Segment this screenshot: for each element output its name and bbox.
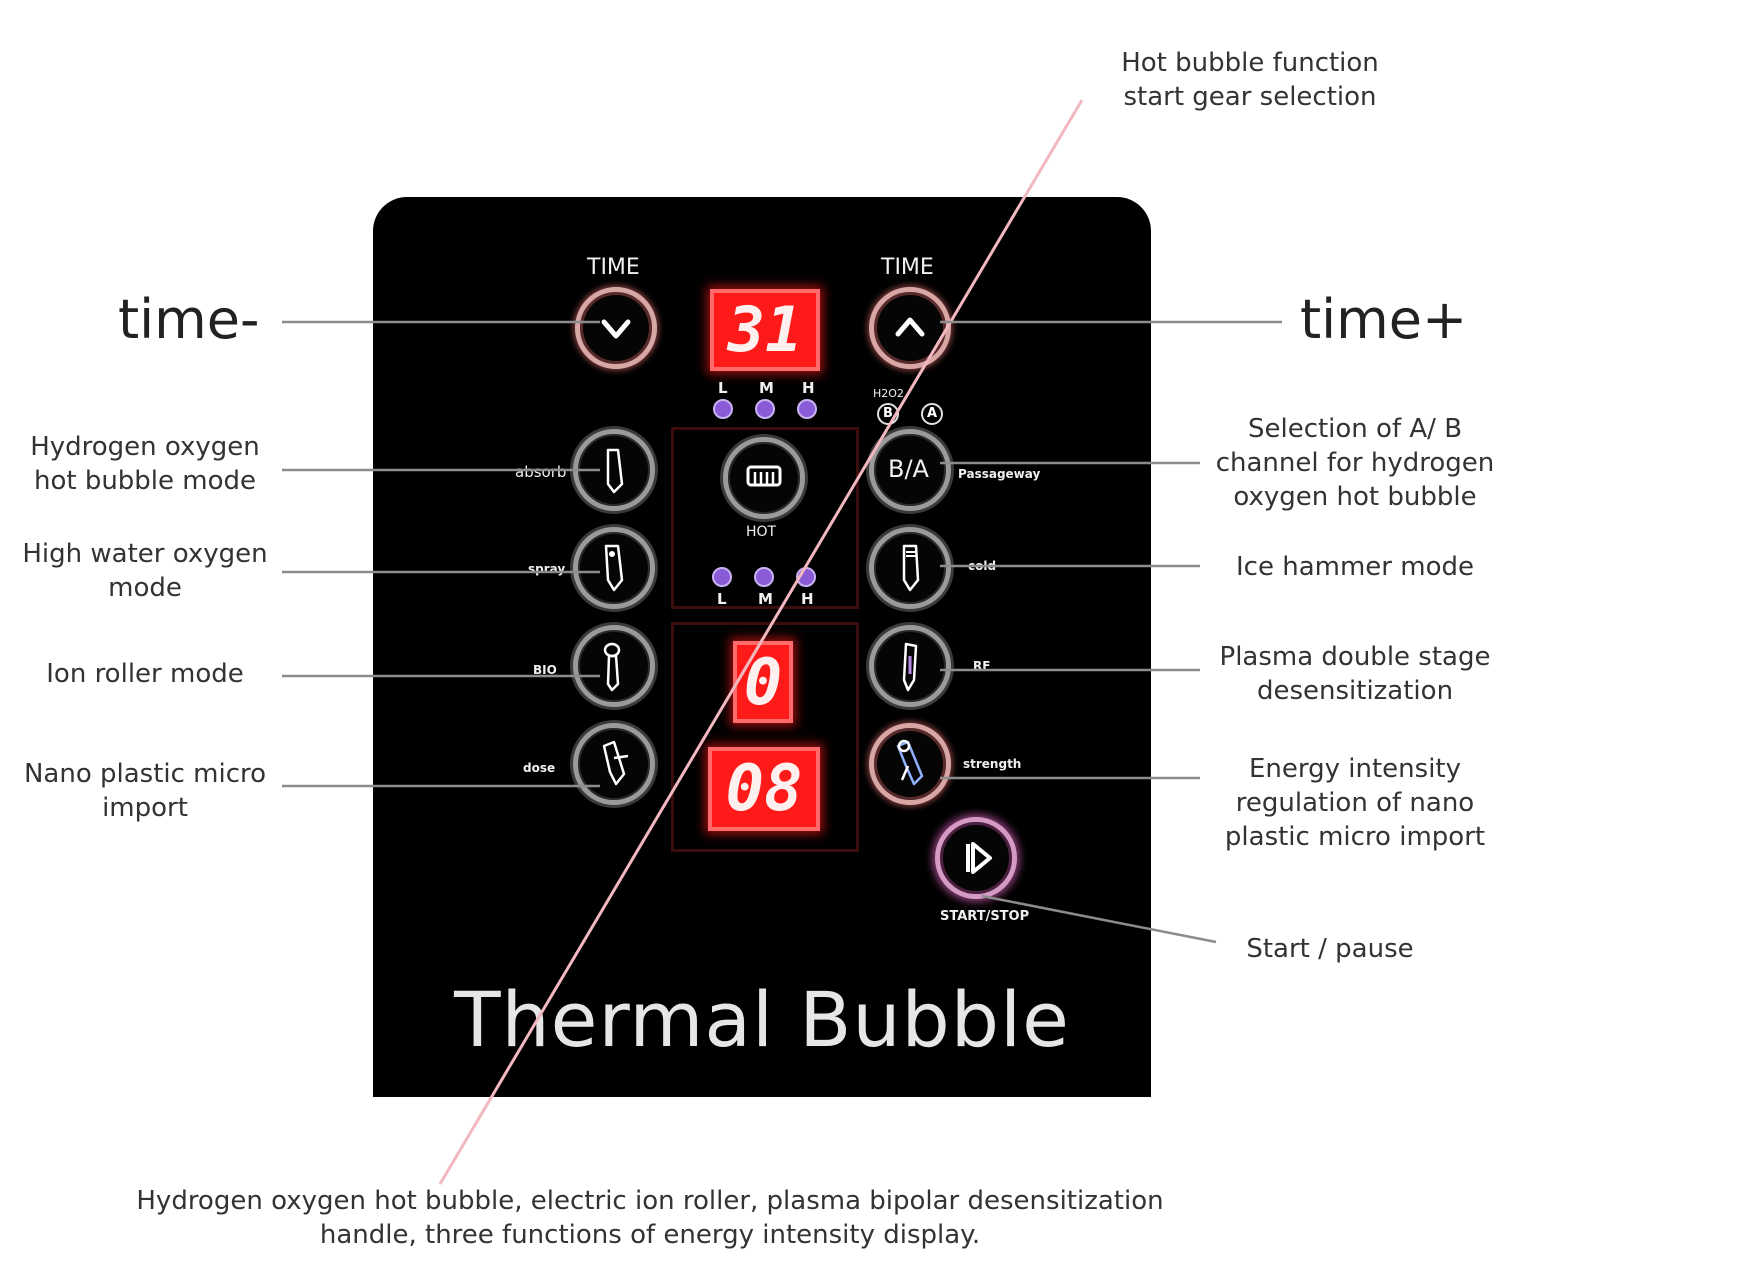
annotation-nano-plastic: Nano plastic micro import xyxy=(20,757,270,825)
annotation-plasma: Plasma double stage desensitization xyxy=(1200,640,1510,708)
lmh-mid-l: L xyxy=(717,590,727,608)
annotation-high-water-oxygen: High water oxygen mode xyxy=(20,537,270,605)
led-mid-l xyxy=(712,567,732,587)
bio-label: BIO xyxy=(533,663,557,677)
annotation-line: Ion roller mode xyxy=(46,659,244,689)
start-stop-button[interactable] xyxy=(935,817,1017,899)
passageway-label: Passageway xyxy=(958,467,1041,481)
time-display: 31 xyxy=(710,289,820,371)
annotation-energy-intensity: Energy intensity regulation of nano plas… xyxy=(1200,752,1510,854)
annotation-line: hot bubble mode xyxy=(33,466,257,496)
device-panel: TIME TIME 31 L M H H2O2 B A xyxy=(373,197,1151,1097)
lmh-mid-h: H xyxy=(801,590,814,608)
annotation-line: Hot bubble function xyxy=(1121,48,1379,78)
spray-button[interactable] xyxy=(573,527,655,609)
annotation-line: Ice hammer mode xyxy=(1236,552,1474,582)
ice-hammer-icon xyxy=(902,544,920,592)
start-stop-label: START/STOP xyxy=(940,909,1030,924)
annotation-line: Plasma double stage xyxy=(1219,642,1491,672)
hot-button[interactable] xyxy=(723,437,805,519)
intensity-frame xyxy=(671,622,859,852)
channel-b-indicator: B xyxy=(877,403,899,425)
handpiece-icon xyxy=(606,448,624,494)
annotation-line: Nano plastic micro xyxy=(23,759,267,789)
time-label-right: TIME xyxy=(881,255,934,280)
annotation-ab-channel: Selection of A/ B channel for hydrogen o… xyxy=(1200,412,1510,514)
ba-label: B/A xyxy=(888,455,929,483)
time-minus-button[interactable] xyxy=(575,287,657,369)
chevron-up-icon xyxy=(895,317,925,337)
annotation-line: regulation of nano xyxy=(1235,788,1475,818)
annotation-line: oxygen hot bubble xyxy=(1233,482,1477,512)
nano-pen-icon xyxy=(602,740,629,786)
led-mid-m xyxy=(754,567,774,587)
intensity-display-large-value: 08 xyxy=(725,752,803,826)
lmh-top-h: H xyxy=(802,379,815,397)
strength-button[interactable] xyxy=(869,723,951,805)
pink-diagonal-line xyxy=(438,99,1084,1185)
annotation-hydrogen-hot-bubble: Hydrogen oxygen hot bubble mode xyxy=(20,430,270,498)
annotation-line: channel for hydrogen xyxy=(1215,448,1495,478)
annotation-line: Hydrogen oxygen xyxy=(30,432,260,462)
led-top-h xyxy=(797,399,817,419)
annotation-hot-bubble-gear: Hot bubble function start gear selection xyxy=(1090,46,1410,114)
annotation-line: plastic micro import xyxy=(1224,822,1486,852)
time-plus-label: time+ xyxy=(1300,288,1468,351)
annotation-line: Start / pause xyxy=(1246,934,1414,964)
lmh-top-m: M xyxy=(759,379,774,397)
time-minus-label: time- xyxy=(118,288,260,351)
plasma-handle-icon xyxy=(902,642,918,692)
annotation-line: Hydrogen oxygen hot bubble, electric ion… xyxy=(136,1186,1164,1216)
h2o2-label: H2O2 xyxy=(873,387,904,400)
annotation-line: handle, three functions of energy intens… xyxy=(319,1220,981,1250)
time-display-value: 31 xyxy=(727,293,803,366)
rf-button[interactable] xyxy=(869,625,951,707)
hot-label: HOT xyxy=(746,524,777,540)
annotation-line: High water oxygen xyxy=(22,539,268,569)
intensity-display-large: 08 xyxy=(708,747,820,831)
channel-a-indicator: A xyxy=(921,403,943,425)
annotation-ice-hammer: Ice hammer mode xyxy=(1200,550,1510,584)
strength-icon xyxy=(896,739,924,786)
lmh-top-l: L xyxy=(718,379,728,397)
annotation-line: desensitization xyxy=(1256,676,1454,706)
annotation-line: import xyxy=(102,793,188,823)
dose-button[interactable] xyxy=(573,723,655,805)
intensity-display-small: 0 xyxy=(733,641,793,723)
heater-icon xyxy=(746,465,782,487)
bio-button[interactable] xyxy=(573,625,655,707)
led-top-l xyxy=(713,399,733,419)
dose-label: dose xyxy=(523,761,556,775)
annotation-line: Selection of A/ B xyxy=(1247,414,1463,444)
annotation-start-pause: Start / pause xyxy=(1210,932,1450,966)
annotation-line: start gear selection xyxy=(1123,82,1377,112)
cold-button[interactable] xyxy=(869,527,951,609)
ion-roller-icon xyxy=(603,642,621,692)
led-top-m xyxy=(755,399,775,419)
annotation-bottom: Hydrogen oxygen hot bubble, electric ion… xyxy=(100,1184,1200,1252)
strength-label: strength xyxy=(963,757,1022,771)
hot-frame xyxy=(671,427,859,609)
ba-button[interactable] xyxy=(869,429,951,511)
annotation-line: mode xyxy=(108,573,182,603)
annotation-ion-roller: Ion roller mode xyxy=(20,657,270,691)
spray-gun-icon xyxy=(604,544,624,592)
leader-start xyxy=(981,894,1217,944)
lmh-mid-m: M xyxy=(758,590,773,608)
chevron-down-icon xyxy=(601,319,631,339)
play-pause-icon xyxy=(966,842,992,874)
absorb-label: absorb xyxy=(515,463,567,481)
annotation-line: Energy intensity xyxy=(1248,754,1461,784)
time-label-left: TIME xyxy=(587,255,640,280)
absorb-button[interactable] xyxy=(573,429,655,511)
